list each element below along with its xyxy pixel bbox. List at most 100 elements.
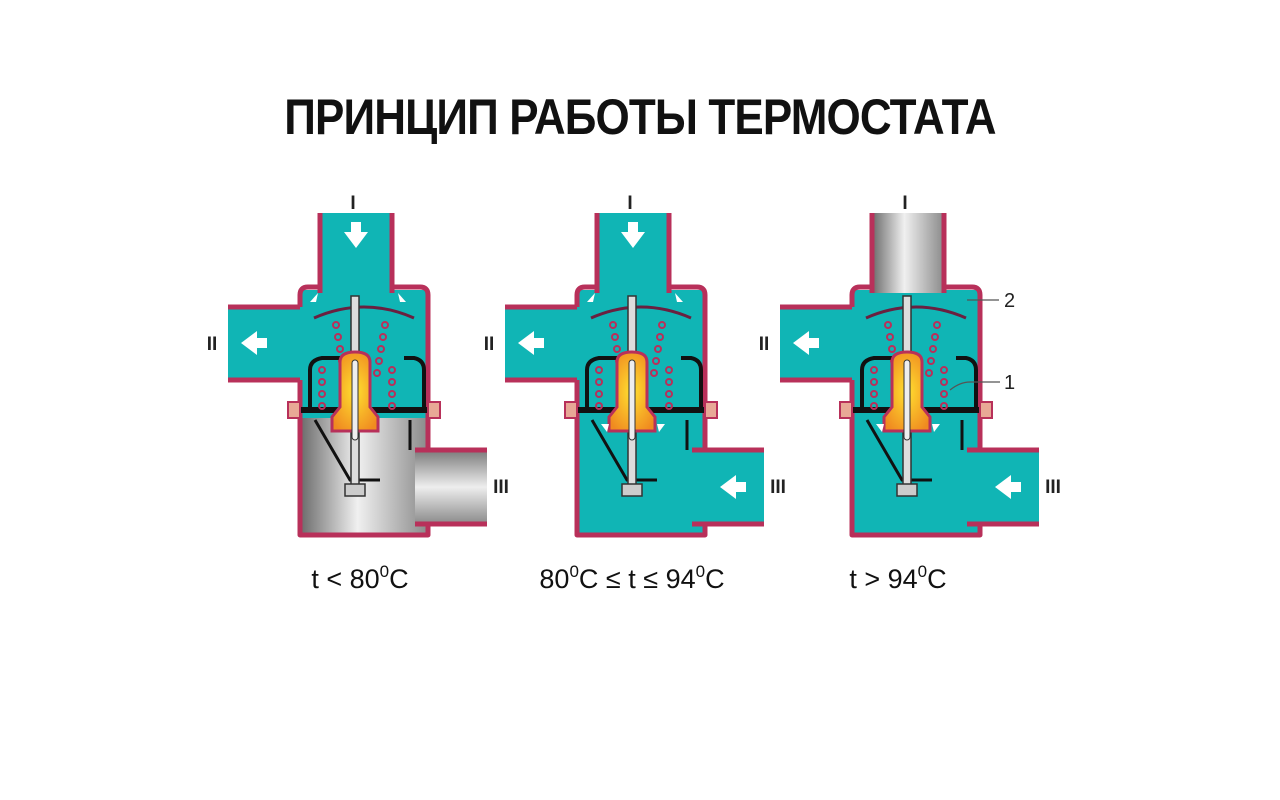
- rod-end: [621, 483, 643, 497]
- port-label-outlet-left: II: [207, 334, 218, 355]
- spring-coil: [870, 366, 878, 374]
- spring-coil: [929, 345, 937, 353]
- flow-arrow-down-icon: [344, 222, 368, 248]
- spring-coil: [318, 390, 326, 398]
- lower-chamber: [300, 418, 428, 534]
- thermostat-open: III III 2 1: [759, 193, 1061, 538]
- body-wall: [574, 284, 708, 538]
- flow-arrow-left-icon: [241, 331, 267, 355]
- spring-coil: [381, 321, 389, 329]
- wax-piston: [628, 359, 636, 441]
- port-label-inlet-right: III: [1045, 477, 1061, 498]
- inlet-pipe-top: [872, 213, 944, 293]
- callout-line: [949, 299, 1000, 391]
- spring-coil: [377, 345, 385, 353]
- lower-chamber: [852, 418, 980, 534]
- spring-coil: [870, 402, 878, 410]
- inlet-pipe-wall: [869, 213, 947, 293]
- spring-coil: [940, 402, 948, 410]
- flow-arrow-left-icon: [793, 331, 819, 355]
- spring-coil: [650, 369, 658, 377]
- main-flow-arrow-icon: [876, 424, 940, 432]
- spring-coil: [940, 390, 948, 398]
- bypass-valve-disk: [313, 305, 415, 320]
- callout-2: 2: [1004, 290, 1015, 312]
- port-label-inlet-top: I: [902, 193, 907, 214]
- spring-coil: [886, 333, 894, 341]
- spring-coil: [336, 345, 344, 353]
- caption-partial: 800C ≤ t ≤ 940C: [539, 562, 725, 594]
- inlet-pipe-wall: [594, 213, 672, 293]
- spring-coil: [656, 333, 664, 341]
- spring-coil: [870, 390, 878, 398]
- port-label-outlet-left: II: [484, 334, 495, 355]
- flow-arrow-down-icon: [621, 222, 645, 248]
- spring-coil: [940, 378, 948, 386]
- spring-coil: [888, 345, 896, 353]
- main-flow-arrow-icon: [601, 424, 665, 432]
- rod-end: [896, 483, 918, 497]
- spring-coil: [665, 366, 673, 374]
- flange: [287, 401, 441, 419]
- spring-coil: [318, 366, 326, 374]
- outlet-pipe-wall: [780, 304, 852, 383]
- callout-1: 1: [1004, 372, 1015, 394]
- flow-arrow-left-icon: [720, 475, 746, 499]
- spring-coil: [931, 333, 939, 341]
- body-wall: [297, 284, 431, 538]
- wax-piston: [903, 359, 911, 441]
- spring-coil: [609, 321, 617, 329]
- spring-coil: [375, 357, 383, 365]
- spring-coil: [665, 390, 673, 398]
- spring-coil: [933, 321, 941, 329]
- valve-frame: [590, 419, 689, 482]
- inlet-pipe-right: [415, 450, 487, 524]
- spring-coil: [595, 366, 603, 374]
- spring-coil: [388, 378, 396, 386]
- spring-coil: [595, 402, 603, 410]
- spring-coil: [332, 321, 340, 329]
- spring-coil: [870, 378, 878, 386]
- flow-arrow-left-icon: [518, 331, 544, 355]
- spring-coil: [318, 402, 326, 410]
- spring-coil: [665, 402, 673, 410]
- spring-coil: [925, 369, 933, 377]
- outlet-pipe-wall: [505, 304, 577, 383]
- port-label-inlet-top: I: [350, 193, 355, 214]
- spring-coil: [658, 321, 666, 329]
- port-label-inlet-top: I: [627, 193, 632, 214]
- port-label-inlet-right: III: [493, 477, 509, 498]
- outlet-pipe-wall: [228, 304, 300, 383]
- spring-coil: [373, 369, 381, 377]
- caption-open: t > 940C: [849, 562, 947, 594]
- valve-frame: [313, 419, 412, 482]
- spring-coil: [595, 378, 603, 386]
- spring-coil: [388, 402, 396, 410]
- spring-coil: [318, 378, 326, 386]
- valve-housing: [585, 356, 703, 410]
- spring-coil: [388, 366, 396, 374]
- spring-coil: [611, 333, 619, 341]
- spring-coil: [334, 333, 342, 341]
- spring-coil: [388, 390, 396, 398]
- wax-piston: [351, 359, 359, 441]
- port-label-inlet-right: III: [770, 477, 786, 498]
- flange: [839, 401, 993, 419]
- spring-coil: [884, 321, 892, 329]
- rod-end: [344, 483, 366, 497]
- flow-arrow-left-icon: [995, 475, 1021, 499]
- spring-coil: [613, 345, 621, 353]
- spring-coil: [652, 357, 660, 365]
- spring-coil: [927, 357, 935, 365]
- valve-frame: [865, 419, 964, 482]
- inlet-pipe-wall: [317, 213, 395, 293]
- spring-coil: [940, 366, 948, 374]
- valve-housing: [860, 356, 978, 410]
- caption-closed: t < 800C: [311, 562, 409, 594]
- spring-coil: [379, 333, 387, 341]
- lower-chamber: [577, 418, 705, 534]
- spring-coil: [665, 378, 673, 386]
